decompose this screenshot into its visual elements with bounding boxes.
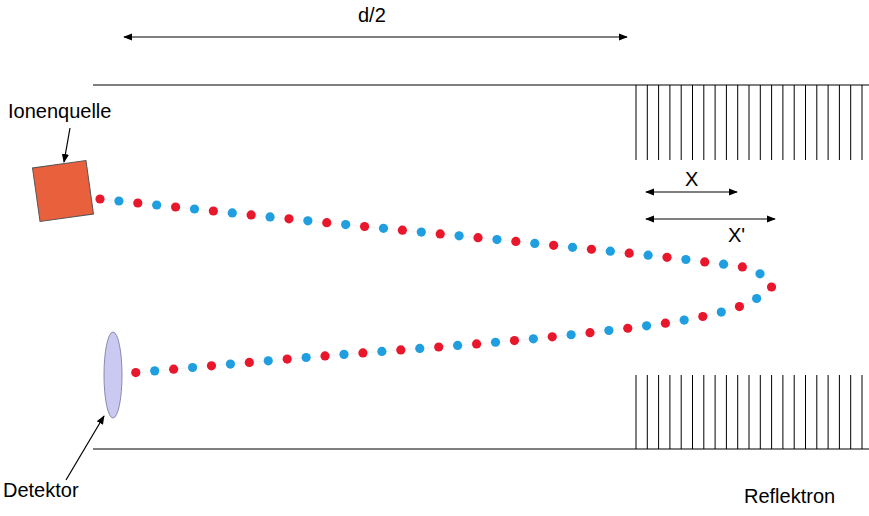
detector: Detektor xyxy=(103,331,123,419)
tube-wall xyxy=(93,84,869,85)
part-label: Ionenquelle xyxy=(8,100,111,123)
dimension-label: X xyxy=(683,168,700,191)
dimension-arrow xyxy=(646,218,775,219)
part-label: Detektor xyxy=(3,479,79,502)
detector-plate xyxy=(103,331,123,419)
part-label: Reflektron xyxy=(742,485,837,508)
leader-arrow xyxy=(64,128,70,162)
dimension-arrow xyxy=(124,36,627,37)
leader-arrow xyxy=(66,416,104,480)
dimension-label: d/2 xyxy=(356,4,388,27)
source-block xyxy=(34,162,92,220)
dimension-label: X' xyxy=(726,224,747,247)
reflectron-grid xyxy=(636,85,862,449)
ion-path xyxy=(100,199,772,373)
dimension-arrow xyxy=(646,191,737,192)
tube-wall xyxy=(93,448,869,449)
ion-source: Ionenquelle xyxy=(34,162,92,220)
ion-dots xyxy=(95,194,776,377)
